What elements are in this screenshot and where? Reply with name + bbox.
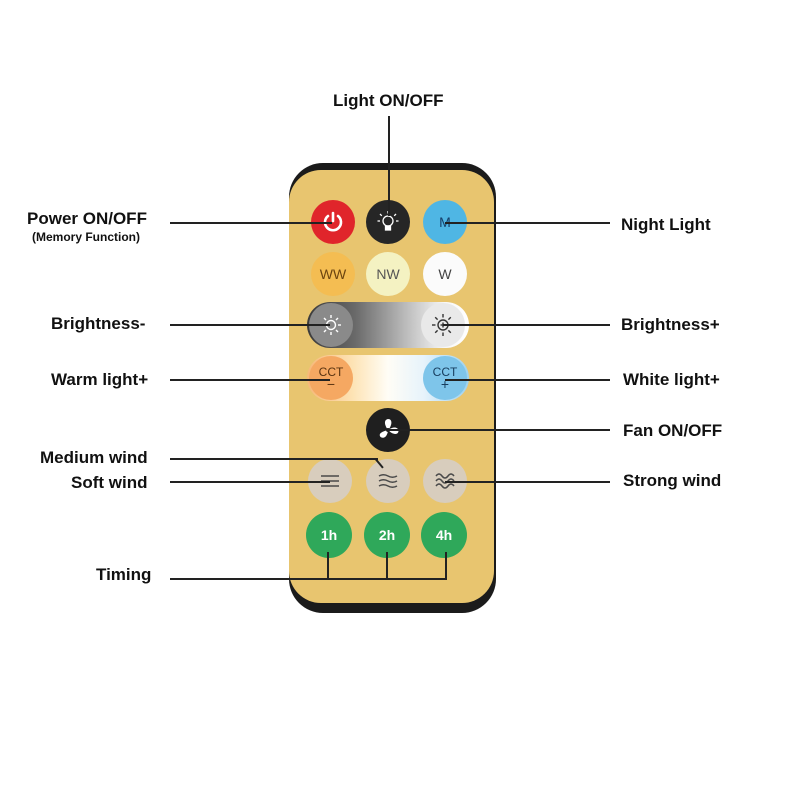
- timer-1h-button[interactable]: 1h: [306, 512, 352, 558]
- brightness-plus-leader: [443, 324, 610, 326]
- label-white-light-plus: White light+: [623, 370, 720, 389]
- timing-leader-1h: [327, 552, 329, 579]
- medium-wind-icon: [378, 474, 398, 488]
- white-light-plus-button[interactable]: CCT +: [423, 356, 467, 400]
- neutral-white-button[interactable]: NW: [366, 252, 410, 296]
- label-night-light: Night Light: [621, 215, 711, 234]
- medium-wind-leader-h: [170, 458, 378, 460]
- white-button-label: W: [438, 266, 452, 282]
- label-fan-onoff: Fan ON/OFF: [623, 421, 723, 440]
- cct-minus-label: −: [326, 376, 336, 392]
- timer-1h-label: 1h: [320, 527, 338, 543]
- timer-4h-button[interactable]: 4h: [421, 512, 467, 558]
- night-light-button-label: M: [439, 214, 451, 230]
- timing-leader-h: [170, 578, 447, 580]
- strong-wind-icon: [435, 473, 455, 489]
- label-light-onoff: Light ON/OFF: [333, 91, 444, 110]
- timer-2h-label: 2h: [378, 527, 396, 543]
- label-brightness-plus: Brightness+: [621, 315, 720, 334]
- strong-wind-leader: [445, 481, 610, 483]
- brightness-minus-leader: [170, 324, 330, 326]
- label-soft-wind: Soft wind: [71, 473, 148, 492]
- warm-white-button-label: WW: [319, 266, 347, 282]
- timing-leader-4h: [445, 552, 447, 579]
- label-strong-wind: Strong wind: [623, 471, 722, 490]
- label-warm-light-plus: Warm light+: [51, 370, 149, 389]
- neutral-white-button-label: NW: [376, 266, 400, 282]
- light-onoff-leader: [388, 116, 390, 216]
- label-power-onoff: Power ON/OFF: [27, 209, 147, 228]
- medium-wind-button[interactable]: [366, 459, 410, 503]
- timer-2h-button[interactable]: 2h: [364, 512, 410, 558]
- timing-leader-2h: [386, 552, 388, 579]
- cct-plus-label: +: [440, 376, 450, 392]
- cct-white-label: CCT: [432, 365, 458, 379]
- timer-4h-label: 4h: [435, 527, 453, 543]
- warm-white-button[interactable]: WW: [311, 252, 355, 296]
- soft-wind-leader: [170, 481, 330, 483]
- label-brightness-minus: Brightness-: [51, 314, 146, 333]
- white-light-leader: [445, 379, 610, 381]
- bright-sun-icon: [432, 314, 454, 336]
- warm-light-leader: [170, 379, 330, 381]
- label-memory-function: (Memory Function): [32, 230, 140, 244]
- warm-light-plus-button[interactable]: CCT −: [309, 356, 353, 400]
- power-leader: [170, 222, 332, 224]
- fan-leader: [388, 429, 610, 431]
- cct-warm-label: CCT: [318, 365, 344, 379]
- label-medium-wind: Medium wind: [40, 448, 148, 467]
- power-icon: [323, 211, 343, 232]
- label-timing: Timing: [96, 565, 152, 584]
- night-light-leader: [445, 222, 610, 224]
- white-button[interactable]: W: [423, 252, 467, 296]
- lightbulb-icon: [377, 211, 399, 231]
